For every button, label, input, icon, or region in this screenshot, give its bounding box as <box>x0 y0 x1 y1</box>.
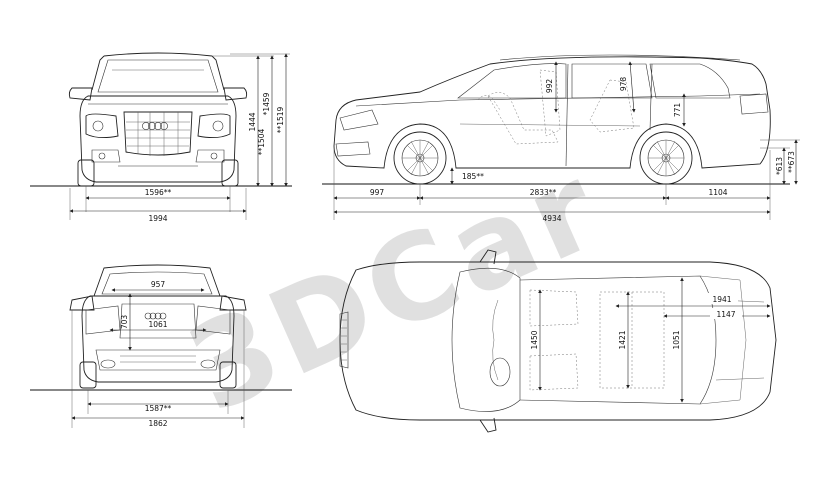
rear-dim-lower-width: 1061 <box>148 320 167 329</box>
side-dim-length: 4934 <box>542 214 561 223</box>
side-horizontal-dimensions: 997 2833** 1104 4934 <box>333 150 771 223</box>
watermark-text: 3DCar <box>169 136 622 439</box>
front-wheel <box>393 131 447 185</box>
top-dim-cargo-length-2: 1147 <box>716 310 735 319</box>
side-vertical-dimensions: 992 978 771 185** *613 **673 <box>450 61 800 185</box>
front-view-car <box>68 52 248 187</box>
rear-view-car <box>69 264 247 389</box>
front-dim-height-3: **1504 <box>257 128 266 155</box>
front-dim-height-2: *1459 <box>262 92 271 115</box>
side-dim-rear-height-1: *613 <box>775 157 784 175</box>
front-width-dimensions: 1596** 1994 <box>69 186 247 223</box>
top-view: 1450 1421 1051 1941 1147 <box>339 249 777 433</box>
rear-view: 957 703 1061 1587** 1862 <box>30 264 292 428</box>
top-view-car <box>339 249 777 433</box>
rear-dim-width: 1862 <box>148 419 167 428</box>
rear-dim-upper-height: 703 <box>120 315 129 330</box>
watermark: 3DCar <box>169 136 622 439</box>
front-view: 1444 *1459 **1504 **1519 1596** 1994 <box>30 52 292 223</box>
side-dim-seat-height: 771 <box>673 103 682 118</box>
top-dim-width-1: 1450 <box>530 330 539 349</box>
front-dim-height-1: 1444 <box>248 112 257 131</box>
top-width-dimensions: 1450 1421 1051 <box>530 277 684 403</box>
top-dim-width-3: 1051 <box>672 330 681 349</box>
top-dim-cargo-length-1: 1941 <box>712 295 731 304</box>
side-view-car <box>333 54 771 185</box>
side-dim-wheelbase: 2833** <box>530 188 557 197</box>
side-dim-headroom-front: 992 <box>545 79 554 94</box>
front-dim-height-4: **1519 <box>276 106 285 133</box>
rear-dim-upper-width: 957 <box>151 280 166 289</box>
side-dim-front-overhang: 997 <box>370 188 385 197</box>
side-dim-ground-clearance: 185** <box>462 172 484 181</box>
rear-dimensions: 957 703 1061 1587** 1862 <box>71 280 245 428</box>
side-dim-headroom-rear: 978 <box>619 77 628 92</box>
side-view: 992 978 771 185** *613 **673 997 2833* <box>322 54 800 223</box>
top-length-dimensions: 1941 1147 <box>615 293 771 319</box>
side-dim-rear-height-2: **673 <box>787 151 796 173</box>
rear-dim-track: 1587** <box>145 404 172 413</box>
front-height-dimensions: 1444 *1459 **1504 **1519 <box>212 53 290 187</box>
front-dim-width: 1994 <box>148 214 167 223</box>
rear-wheel <box>639 131 693 185</box>
top-dim-width-2: 1421 <box>618 330 627 349</box>
side-dim-rear-overhang: 1104 <box>708 188 727 197</box>
front-dim-track: 1596** <box>145 188 172 197</box>
